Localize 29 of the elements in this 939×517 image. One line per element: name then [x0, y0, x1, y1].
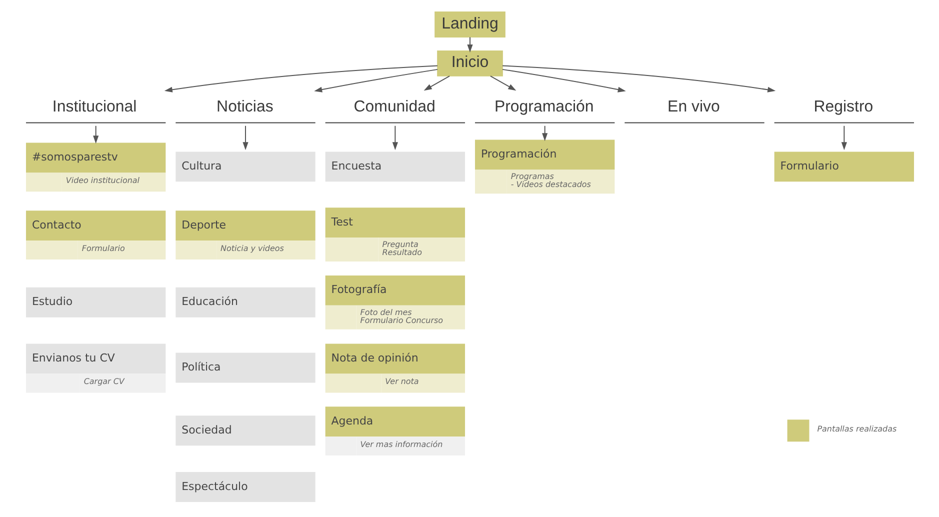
arrow — [392, 125, 398, 150]
node-box: Inicio — [436, 50, 502, 76]
node-text: Institucional — [52, 98, 136, 116]
node-box: Educación — [175, 287, 315, 318]
arrow — [423, 76, 450, 91]
node-text: Programación — [494, 98, 594, 116]
arrow — [466, 36, 472, 52]
arrow — [502, 65, 776, 92]
node-box: Estudio — [26, 287, 166, 318]
arrow — [840, 125, 846, 150]
arrow — [314, 68, 438, 92]
arrow — [92, 125, 98, 144]
node-box: Formulario — [774, 152, 914, 182]
node-text: Noticias — [216, 98, 273, 116]
node-text: Registro — [813, 98, 873, 116]
arrow — [502, 68, 626, 92]
node-text: En vivo — [667, 98, 720, 116]
node-box: Espectáculo — [175, 472, 315, 502]
arrow — [489, 76, 516, 91]
node-box: Landing — [434, 12, 505, 38]
arrow — [242, 125, 248, 150]
node-box: Política — [175, 352, 315, 383]
arrow — [164, 65, 438, 92]
node-text: Comunidad — [353, 98, 435, 116]
node-box: Encuesta — [324, 152, 464, 182]
legend-label: Pantallas realizadas — [816, 424, 896, 434]
arrow — [542, 125, 548, 142]
node-box: Sociedad — [175, 416, 315, 446]
node-box: Cultura — [175, 152, 315, 182]
